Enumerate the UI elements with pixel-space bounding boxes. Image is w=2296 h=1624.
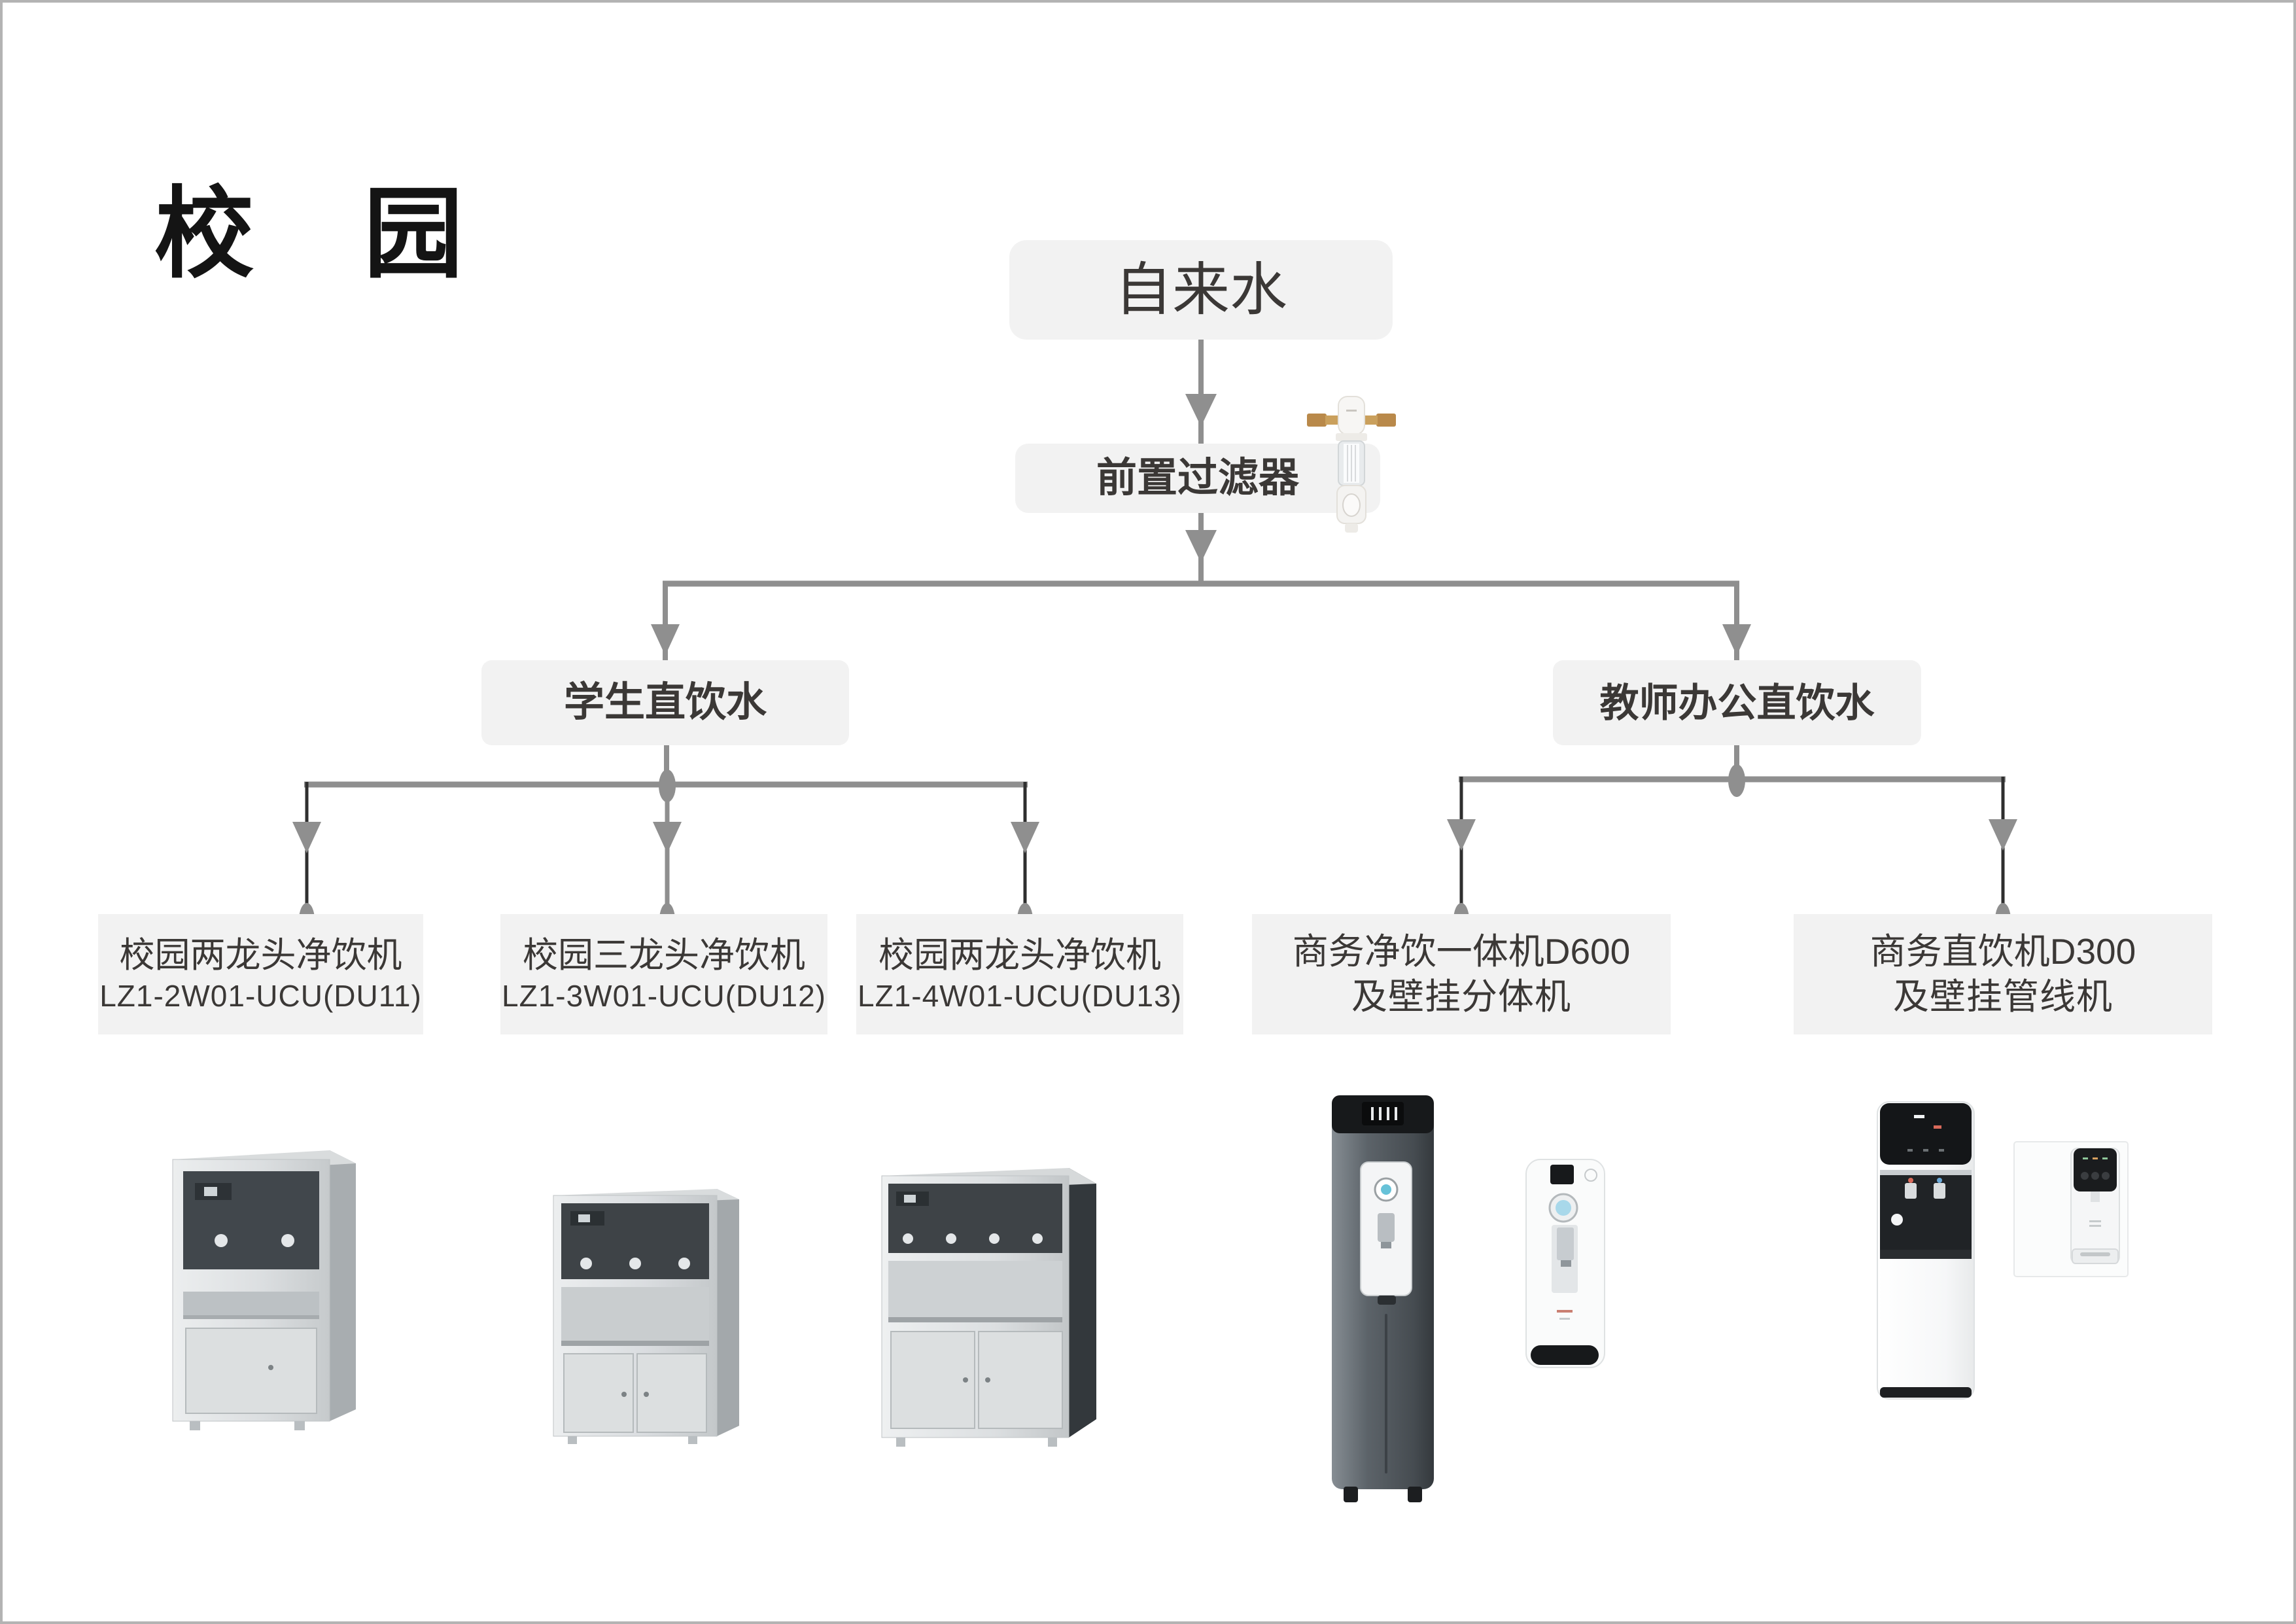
wall-mounted-pipeline-unit-photo: [2013, 1141, 2129, 1277]
commercial-all-in-one-D600-floor-unit-photo: [1332, 1095, 1434, 1502]
node-product-two-faucet-DU13: 校园两龙头净饮机 LZ1-4W01-UCU(DU13): [856, 914, 1183, 1034]
node-label: 教师办公直饮水: [1599, 680, 1875, 725]
product-name-line2: 及壁挂分体机: [1351, 976, 1571, 1017]
wall-mounted-split-unit-photo: [1525, 1159, 1605, 1368]
node-pre-filter: 前置过滤器: [1015, 444, 1380, 513]
node-label: 前置过滤器: [1096, 455, 1299, 501]
arrow-down-icon: [292, 822, 321, 853]
node-product-three-faucet-DU12: 校园三龙头净饮机 LZ1-3W01-UCU(DU12): [500, 914, 827, 1034]
product-name: 校园两龙头净饮机: [878, 935, 1161, 975]
arrow-down-icon: [1011, 822, 1039, 853]
arrow-down-icon: [1722, 624, 1751, 656]
node-product-two-faucet-DU11: 校园两龙头净饮机 LZ1-2W01-UCU(DU11): [98, 914, 423, 1034]
node-tap-water: 自来水: [1009, 240, 1393, 340]
node-product-D600-all-in-one: 商务净饮一体机D600 及壁挂分体机: [1252, 914, 1671, 1034]
school-two-faucet-dispenser-photo: [172, 1150, 356, 1430]
product-name: 商务净饮一体机D600: [1292, 931, 1631, 972]
arrow-down-icon: [651, 624, 680, 656]
school-three-faucet-dispenser-photo: [553, 1189, 739, 1444]
product-name-line2: 及壁挂管线机: [1892, 976, 2113, 1017]
product-model: LZ1-4W01-UCU(DU13): [858, 979, 1182, 1013]
node-student-drinking-water: 学生直饮水: [481, 660, 849, 745]
arrow-down-icon: [653, 822, 682, 853]
arrow-down-icon: [1989, 819, 2017, 851]
product-name: 商务直饮机D300: [1870, 931, 2136, 972]
product-name: 校园三龙头净饮机: [523, 935, 805, 975]
node-label: 自来水: [1114, 257, 1287, 322]
node-product-D300-direct-drink: 商务直饮机D300 及壁挂管线机: [1794, 914, 2212, 1034]
school-four-faucet-dispenser-photo: [881, 1168, 1096, 1447]
arrow-down-icon: [1447, 819, 1476, 851]
node-teacher-office-drinking-water: 教师办公直饮水: [1553, 660, 1921, 745]
node-label: 学生直饮水: [563, 680, 767, 726]
pre-filter-product-photo: [1307, 396, 1396, 533]
arrow-down-icon: [1185, 530, 1217, 563]
junction-dot: [1728, 764, 1745, 797]
page-title: 校 园: [154, 179, 468, 290]
arrow-down-icon: [1185, 394, 1217, 427]
product-name: 校园两龙头净饮机: [119, 935, 402, 975]
product-model: LZ1-2W01-UCU(DU11): [99, 979, 422, 1013]
commercial-D300-floor-unit-photo: [1877, 1101, 1975, 1400]
product-model: LZ1-3W01-UCU(DU12): [502, 979, 826, 1013]
